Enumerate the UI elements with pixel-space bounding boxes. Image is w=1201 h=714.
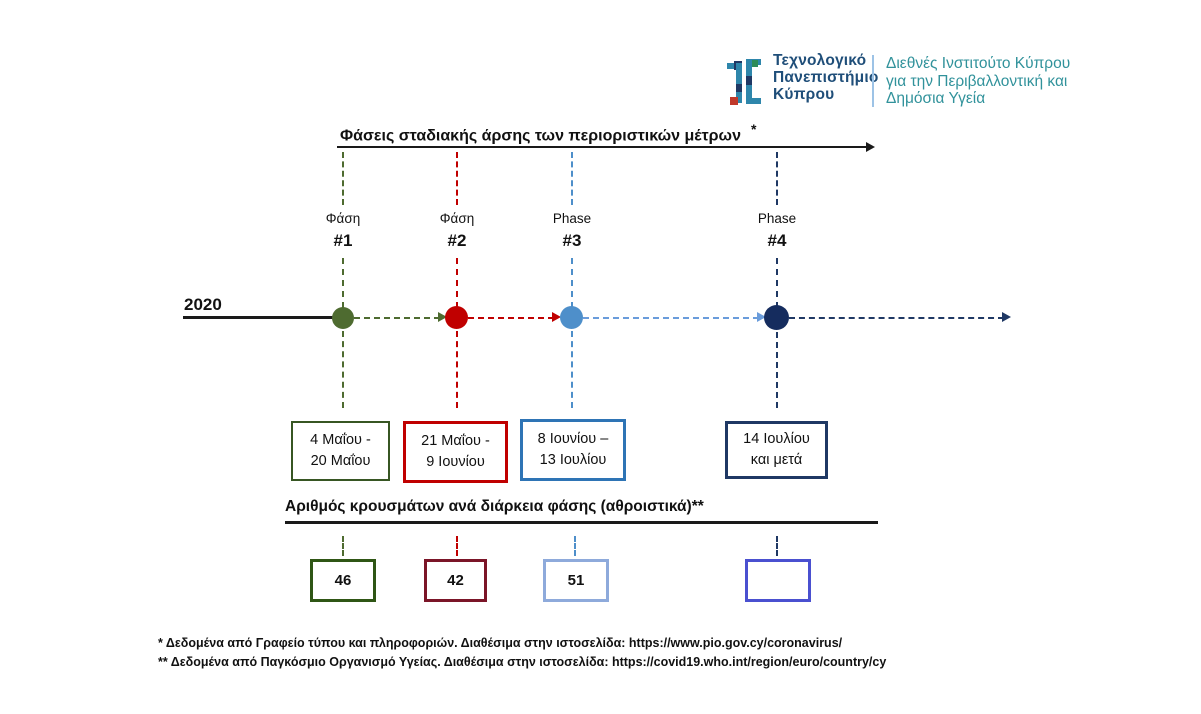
phase3-number: #3	[562, 231, 582, 250]
phases-axis-line	[337, 146, 869, 148]
timeline-arrowhead-phase3-icon	[757, 312, 766, 322]
header-logo: Τεχνολογικό Πανεπιστήμιο Κύπρου	[727, 52, 879, 112]
phase4-guide-mid	[776, 258, 778, 308]
phase4-number: #4	[767, 231, 787, 250]
phases-axis-arrowhead-icon	[866, 142, 875, 152]
count1-guide	[342, 536, 344, 556]
count4-box	[745, 559, 811, 602]
phase3-date-line2: 13 Ιουλίου	[539, 452, 607, 468]
phase1-guide-bottom	[342, 331, 344, 408]
count2-guide	[456, 536, 458, 556]
phase3-guide-mid	[571, 258, 573, 308]
year-label: 2020	[184, 295, 222, 314]
footnote-2: ** Δεδομένα από Παγκόσμιο Οργανισμό Υγεί…	[158, 655, 887, 669]
phase1-date-line2: 20 Μαΐου	[310, 453, 371, 469]
phase4-label: Phase	[757, 211, 797, 226]
phase2-guide-top	[456, 152, 458, 205]
count3-box: 51	[543, 559, 609, 602]
timeline-segment-phase1	[354, 317, 440, 319]
phase2-date-line2: 9 Ιουνίου	[426, 454, 485, 470]
logo-divider	[872, 55, 874, 107]
phase2-milestone-dot	[445, 306, 468, 329]
institute-name-line: για την Περιβαλλοντική και	[886, 72, 1068, 90]
cases-section-title: Αριθμός κρουσμάτων ανά διάρκεια φάσης (α…	[285, 498, 704, 515]
cases-axis-line	[285, 521, 878, 524]
university-name-line: Τεχνολογικό	[773, 52, 867, 69]
count1-box: 46	[310, 559, 376, 602]
phase2-guide-mid	[456, 258, 458, 308]
phases-section-title: Φάσεις σταδιακής άρσης των περιοριστικών…	[340, 121, 757, 145]
timeline-segment-phase3	[583, 317, 759, 319]
institute-name-line: Δημόσια Υγεία	[886, 90, 986, 107]
institute-name: Διεθνές Ινστιτούτο Κύπρου για την Περιβα…	[886, 55, 1070, 108]
phase2-date-line1: 21 Μαΐου -	[421, 433, 490, 449]
timeline-solid-segment	[183, 316, 335, 319]
count4-guide	[776, 536, 778, 556]
institute-name-line: Διεθνές Ινστιτούτο Κύπρου	[886, 55, 1071, 72]
phase3-date-box: 8 Ιουνίου – 13 Ιουλίου	[520, 419, 626, 481]
phase2-label: Φάση	[439, 211, 475, 226]
cut-logo-icon	[727, 56, 761, 112]
phase1-number: #1	[333, 231, 353, 250]
footnotes: * Δεδομένα από Γραφείο τύπου και πληροφο…	[158, 634, 886, 672]
university-name-line: Πανεπιστήμιο	[773, 69, 879, 86]
phase3-guide-top	[571, 152, 573, 205]
timeline-arrowhead-phase2-icon	[552, 312, 561, 322]
phase1-date-box: 4 Μαΐου - 20 Μαΐου	[291, 421, 390, 481]
timeline-arrowhead-phase1-icon	[438, 312, 447, 322]
phase2-guide-bottom	[456, 331, 458, 408]
phase3-label: Phase	[552, 211, 592, 226]
phase2-date-box: 21 Μαΐου - 9 Ιουνίου	[403, 421, 508, 483]
phase1-guide-mid	[342, 258, 344, 308]
phase3-guide-bottom	[571, 331, 573, 408]
phase4-milestone-dot	[764, 305, 789, 330]
phase4-date-box: 14 Ιουλίου και μετά	[725, 421, 828, 479]
phase3-date-line1: 8 Ιουνίου –	[537, 431, 609, 447]
phase1-date-line1: 4 Μαΐου -	[310, 432, 371, 448]
phase3-milestone-dot	[560, 306, 583, 329]
university-name-line: Κύπρου	[773, 86, 835, 103]
phase2-number: #2	[447, 231, 467, 250]
timeline-arrowhead-phase4-icon	[1002, 312, 1011, 322]
phase4-date-line1: 14 Ιουλίου	[743, 431, 810, 447]
footnote-1: * Δεδομένα από Γραφείο τύπου και πληροφο…	[158, 636, 843, 650]
phase4-guide-bottom	[776, 332, 778, 408]
count2-box: 42	[424, 559, 487, 602]
phase4-guide-top	[776, 152, 778, 205]
phase1-label: Φάση	[325, 211, 361, 226]
footnote-marker: *	[750, 121, 757, 137]
university-name: Τεχνολογικό Πανεπιστήμιο Κύπρου	[773, 52, 879, 103]
phase1-guide-top	[342, 152, 344, 205]
timeline-segment-phase2	[468, 317, 554, 319]
phase1-milestone-dot	[332, 307, 354, 329]
phase4-date-line2: και μετά	[750, 452, 803, 468]
timeline-segment-phase4	[789, 317, 1004, 319]
count3-guide	[574, 536, 576, 556]
